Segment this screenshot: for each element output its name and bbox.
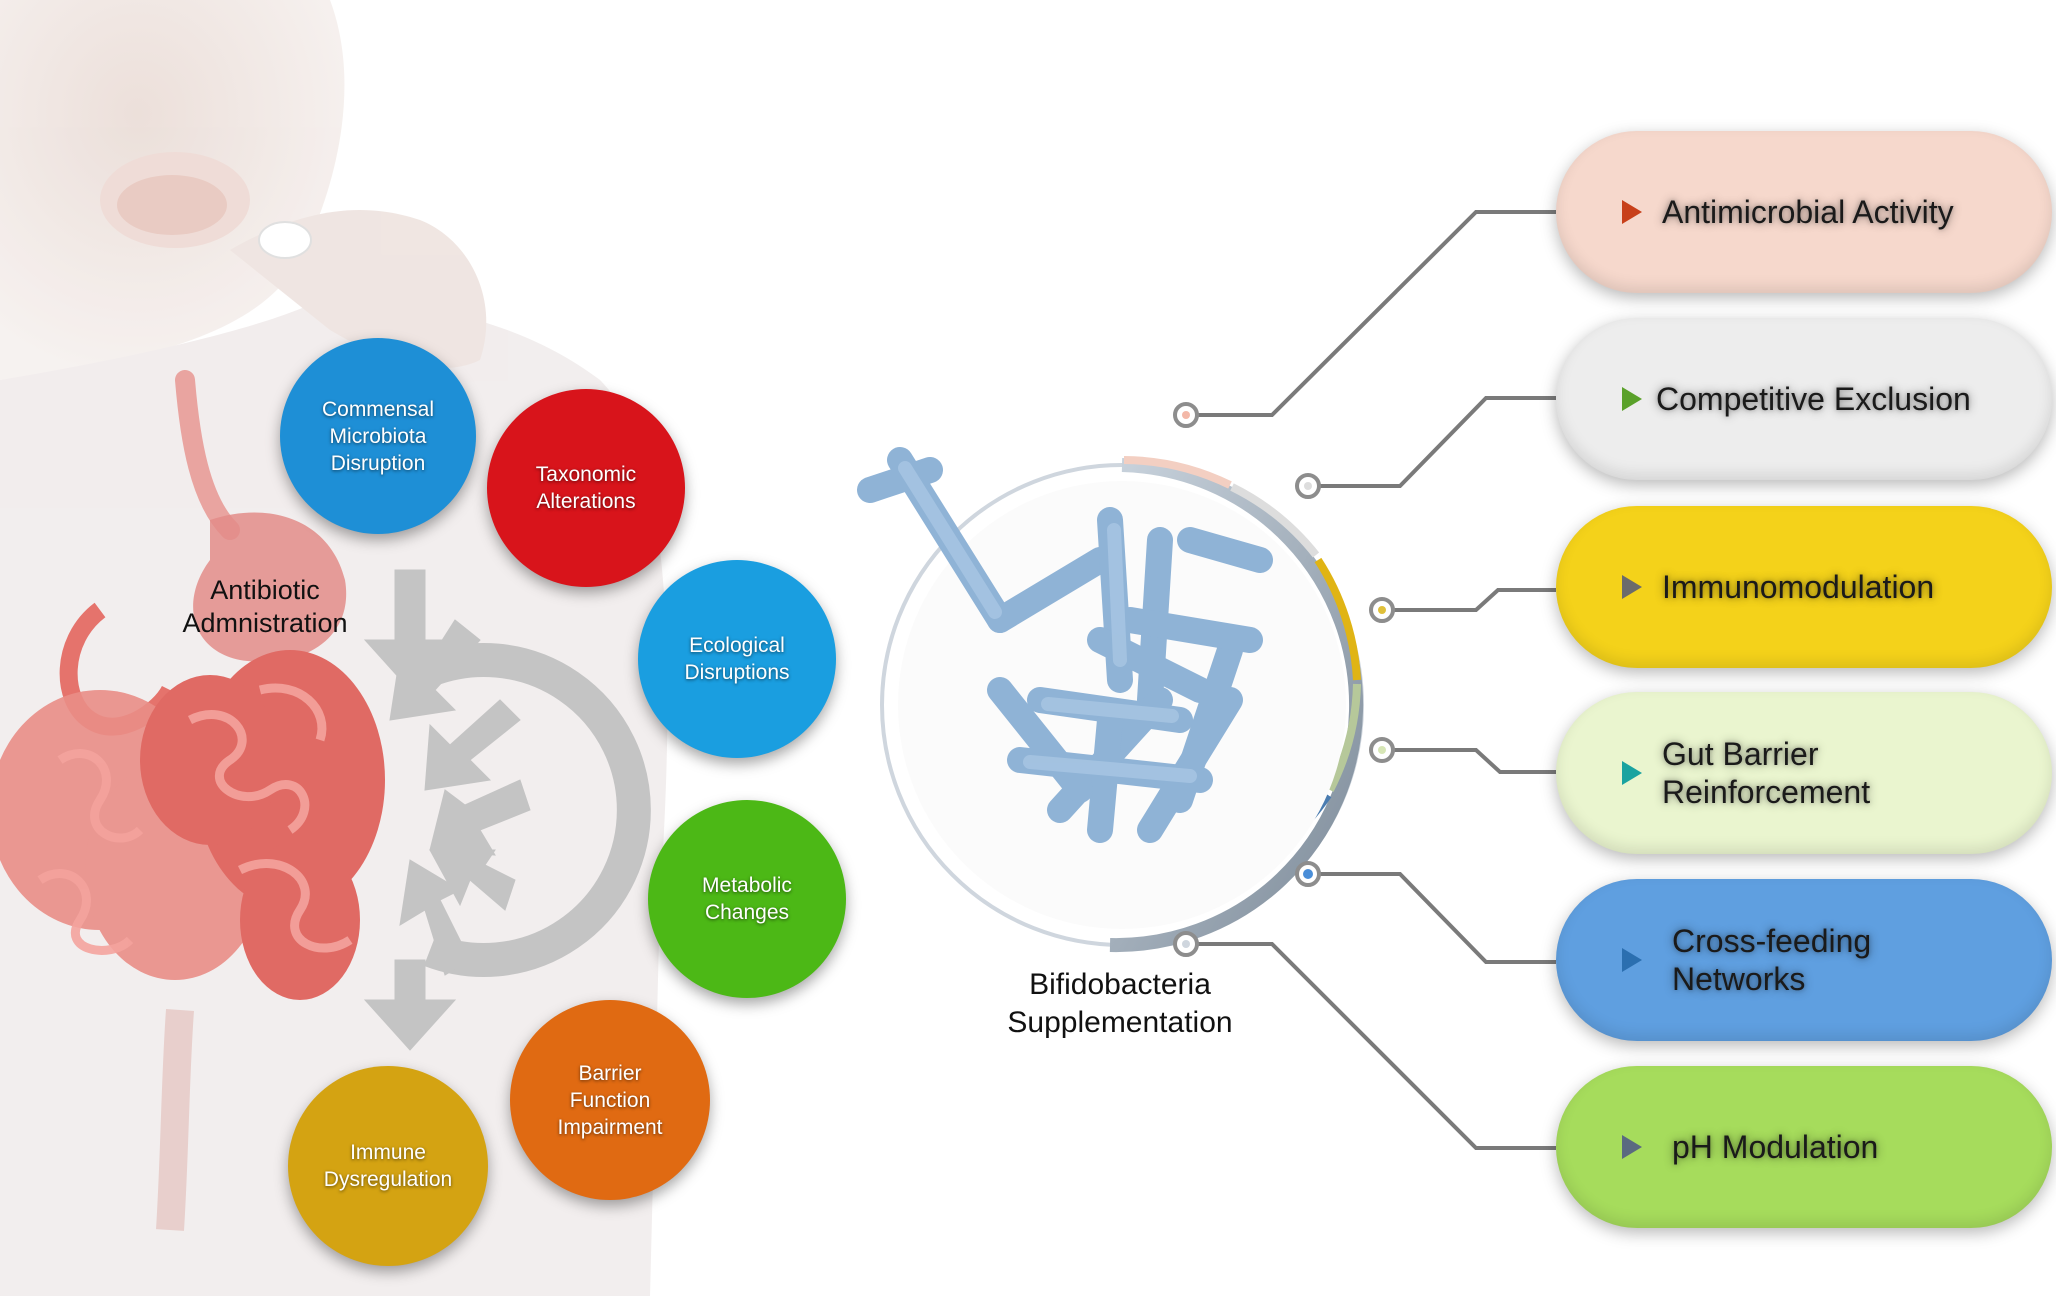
- mechanism-label: pH Modulation: [1672, 1128, 1878, 1166]
- mechanism-label: Competitive Exclusion: [1656, 380, 1971, 418]
- mechanism-label-line1: Gut Barrier: [1662, 736, 1819, 772]
- effect-label: Function: [569, 1088, 651, 1112]
- mechanism-label-line1: Competitive Exclusion: [1656, 381, 1971, 417]
- radiating-arrows: [363, 569, 651, 1051]
- triangle-marker-icon: [1622, 948, 1642, 972]
- mechanism-label-line1: Immunomodulation: [1662, 569, 1935, 605]
- mechanism-label: Immunomodulation: [1662, 568, 1934, 606]
- effect-label: Barrier: [578, 1061, 642, 1085]
- bifidobacteria-label: Bifidobacteria Supplementation: [960, 966, 1280, 1042]
- mechanism-competitive-exclusion: Competitive Exclusion: [1556, 318, 2052, 480]
- antibiotic-title: Antibiotic Admnistration: [150, 574, 380, 640]
- effect-label: Ecological: [689, 634, 785, 657]
- mechanism-label: Cross-feeding Networks: [1672, 922, 1871, 998]
- effect-label: Taxonomic: [535, 463, 637, 486]
- triangle-marker-icon: [1622, 387, 1642, 411]
- connector-lines: [1186, 210, 1556, 1150]
- effect-label: Immune: [350, 1141, 426, 1164]
- connector-node-dots: [1182, 411, 1386, 948]
- mechanism-gut-barrier-reinforcement: Gut Barrier Reinforcement: [1556, 692, 2052, 854]
- triangle-marker-icon: [1622, 1135, 1642, 1159]
- effect-label: Changes: [704, 901, 790, 924]
- mechanism-label-line2: Reinforcement: [1662, 774, 1871, 810]
- bifidobacteria-label-line1: Bifidobacteria: [1029, 968, 1211, 1001]
- mechanism-ph-modulation: pH Modulation: [1556, 1066, 2052, 1228]
- gut-illustration: [0, 370, 385, 1231]
- effect-label: Commensal: [321, 397, 435, 421]
- antibiotic-title-line1: Antibiotic: [210, 575, 320, 605]
- triangle-marker-icon: [1622, 200, 1642, 224]
- triangle-marker-icon: [1622, 761, 1642, 785]
- mechanism-label-line1: pH Modulation: [1672, 1129, 1879, 1165]
- mechanism-label-line2: Networks: [1672, 961, 1806, 997]
- bacteria-ring: [857, 447, 1364, 953]
- effect-label: Disruptions: [684, 661, 790, 684]
- effect-label: Microbiota: [329, 424, 427, 448]
- mechanism-label-line1: Antimicrobial Activity: [1662, 194, 1954, 230]
- antibiotic-title-line2: Admnistration: [182, 608, 348, 638]
- effect-label: Alterations: [536, 490, 636, 513]
- effect-label: Metabolic: [702, 874, 792, 897]
- mechanism-cross-feeding-networks: Cross-feeding Networks: [1556, 879, 2052, 1041]
- effect-label: Impairment: [557, 1115, 663, 1139]
- effect-label: Disruption: [330, 451, 426, 475]
- mechanism-antimicrobial-activity: Antimicrobial Activity: [1556, 131, 2052, 293]
- triangle-marker-icon: [1622, 575, 1642, 599]
- effect-label: Dysregulation: [323, 1168, 453, 1191]
- mechanism-label: Antimicrobial Activity: [1662, 193, 1954, 231]
- bifidobacteria-label-line2: Supplementation: [1007, 1006, 1233, 1039]
- mechanism-label-line1: Cross-feeding: [1672, 923, 1872, 959]
- mechanism-immunomodulation: Immunomodulation: [1556, 506, 2052, 668]
- mechanism-label: Gut Barrier Reinforcement: [1662, 735, 1870, 811]
